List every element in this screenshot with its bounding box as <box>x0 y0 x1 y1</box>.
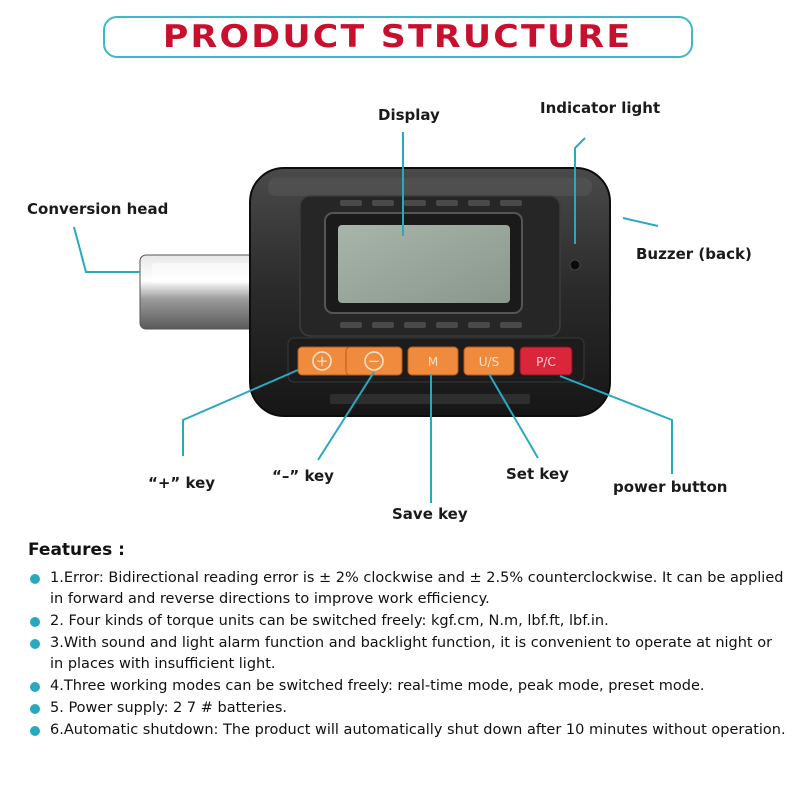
feature-text: 3.With sound and light alarm function an… <box>50 635 773 672</box>
bullet-dot <box>30 617 40 627</box>
save-key-label: M <box>428 355 438 369</box>
save-key[interactable]: M <box>407 346 459 376</box>
power-button-leader-line <box>559 375 673 474</box>
lcd-display <box>324 212 523 314</box>
conversion-head-leader-line <box>73 226 140 273</box>
feature-item: 4.Three working modes can be switched fr… <box>28 676 788 697</box>
callout-buzzer: Buzzer (back) <box>636 245 752 263</box>
plus-key-label: + <box>316 352 329 370</box>
minus-key[interactable]: − <box>345 346 403 376</box>
indicator-leader-line <box>574 137 586 244</box>
minus-key-label: − <box>368 352 381 370</box>
bullet-dot <box>30 704 40 714</box>
set-key-leader-line <box>488 373 539 459</box>
feature-text: 4.Three working modes can be switched fr… <box>50 678 705 694</box>
set-key[interactable]: U/S <box>463 346 515 376</box>
minus-key-leader-line <box>317 371 375 461</box>
callout-power-button: power button <box>613 478 728 496</box>
product-diagram: + − M U/S P/C <box>73 132 673 503</box>
bullet-dot <box>30 682 40 692</box>
plus-key-leader-line <box>182 369 299 456</box>
callout-display: Display <box>378 106 440 124</box>
feature-item: 5. Power supply: 2 7 # batteries. <box>28 698 788 719</box>
feature-item: 2. Four kinds of torque units can be swi… <box>28 611 788 632</box>
callout-save-key: Save key <box>392 505 468 523</box>
callout-conversion-head: Conversion head <box>27 200 169 218</box>
feature-item: 3.With sound and light alarm function an… <box>28 633 788 675</box>
callout-minus-key: “–” key <box>272 467 334 485</box>
features-section: Features : 1.Error: Bidirectional readin… <box>28 540 788 742</box>
feature-text: 1.Error: Bidirectional reading error is … <box>50 570 784 607</box>
feature-text: 5. Power supply: 2 7 # batteries. <box>50 700 287 716</box>
title-banner: PRODUCT STRUCTURE <box>103 16 693 58</box>
feature-item: 6.Automatic shutdown: The product will a… <box>28 720 788 741</box>
feature-text: 6.Automatic shutdown: The product will a… <box>50 722 786 738</box>
feature-item: 1.Error: Bidirectional reading error is … <box>28 568 788 610</box>
leader-lines <box>73 132 673 503</box>
feature-text: 2. Four kinds of torque units can be swi… <box>50 613 609 629</box>
page-title: PRODUCT STRUCTURE <box>163 19 633 55</box>
bullet-dot <box>30 639 40 649</box>
power-key-label: P/C <box>536 355 556 369</box>
callout-plus-key: “+” key <box>148 474 216 492</box>
power-key[interactable]: P/C <box>519 346 573 376</box>
callout-indicator-light: Indicator light <box>540 99 661 117</box>
bullet-dot <box>30 574 40 584</box>
indicator-light <box>569 259 581 271</box>
callout-set-key: Set key <box>506 465 569 483</box>
buzzer-leader-line <box>622 217 659 227</box>
set-key-label: U/S <box>479 355 499 369</box>
conversion-head <box>139 254 261 330</box>
bullet-dot <box>30 726 40 736</box>
features-heading: Features : <box>28 540 125 560</box>
